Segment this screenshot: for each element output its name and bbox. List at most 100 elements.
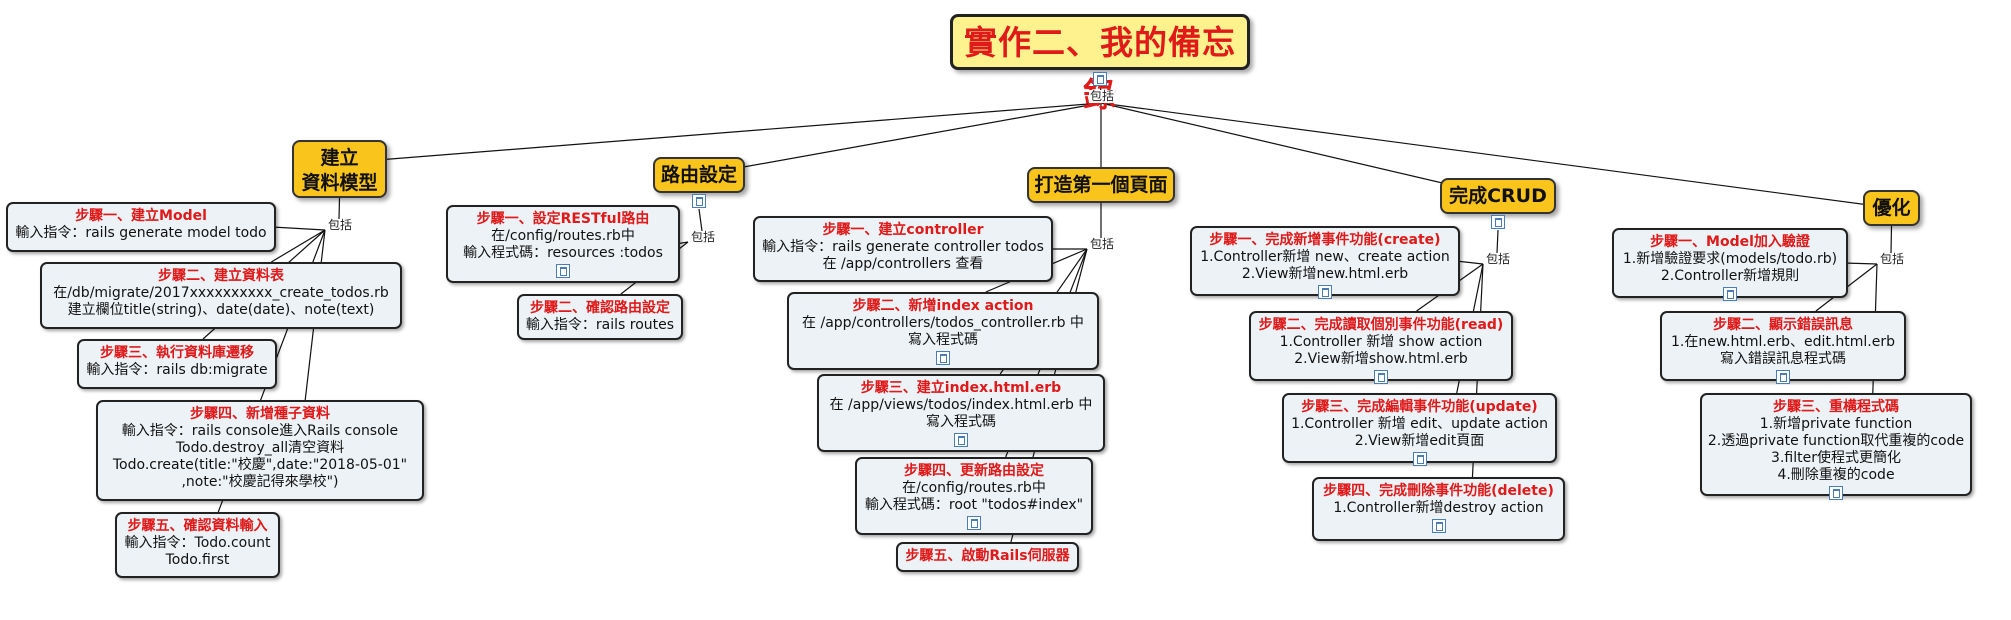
branch-connector-1 (339, 102, 1102, 164)
branch-topic-2[interactable]: 路由設定 (653, 157, 745, 193)
step-detail-line: 在/db/migrate/2017xxxxxxxxxx_create_todos… (53, 285, 389, 301)
branch-connector-5 (1100, 102, 1892, 209)
step-detail-line: 寫入程式碼 (926, 414, 996, 430)
branch-title: 打造第一個頁面 (1029, 169, 1173, 198)
step-detail-line: 在/config/routes.rb中 (902, 480, 1046, 496)
attachment-row (857, 515, 1091, 530)
step-detail-line: 1.新增驗證要求(models/todo.rb) (1622, 251, 1838, 267)
note-attachment-icon[interactable] (1374, 369, 1388, 384)
root-topic[interactable]: 實作二、我的備忘錄 (950, 14, 1250, 114)
relation-label: 包括 (690, 230, 717, 244)
step-title: 步驟一、完成新增事件功能(create) (1209, 232, 1441, 248)
step-title: 步驟二、新增index action (852, 298, 1034, 314)
note-attachment-icon[interactable] (1776, 369, 1790, 384)
branch-connector-4 (1100, 102, 1499, 197)
note-attachment-icon[interactable] (954, 432, 968, 447)
branch-title-line: 建立 (320, 147, 359, 169)
step-title: 步驟一、建立controller (822, 222, 984, 238)
branch-to-relation-2 (698, 208, 703, 232)
branch-attachment-icon[interactable] (692, 194, 706, 208)
attachment-row (819, 432, 1103, 447)
step-detail-line: 寫入程式碼 (908, 332, 978, 348)
note-attachment-icon[interactable] (1723, 286, 1737, 301)
note-attachment-icon[interactable] (1431, 518, 1446, 533)
note-attachment-icon[interactable] (936, 350, 950, 365)
step-node[interactable]: 步驟二、建立資料表在/db/migrate/2017xxxxxxxxxx_cre… (40, 262, 402, 329)
branch-title-line: 打造第一個頁面 (1034, 174, 1168, 196)
step-node[interactable]: 步驟三、執行資料庫遷移輸入指令：rails db:migrate (77, 339, 277, 389)
step-detail-line: 1.Controller新增destroy action (1333, 500, 1544, 516)
step-detail-line: 4.刪除重複的code (1777, 467, 1895, 483)
step-detail-line: 3.filter使程式更簡化 (1771, 450, 1901, 466)
branch-topic-1[interactable]: 建立資料模型 (292, 140, 387, 198)
step-detail-line: 1.Controller 新增 show action (1279, 334, 1483, 350)
step-title: 步驟一、設定RESTful路由 (476, 211, 650, 227)
branch-topic-3[interactable]: 打造第一個頁面 (1027, 167, 1175, 203)
step-title: 步驟五、確認資料輸入 (127, 518, 268, 534)
step-title: 步驟四、新增種子資料 (190, 406, 330, 422)
step-detail-line: 2.Controller新增規則 (1660, 268, 1800, 284)
step-node[interactable]: 步驟一、設定RESTful路由在/config/routes.rb中輸入程式碼：… (446, 205, 680, 283)
note-attachment-icon[interactable] (1318, 284, 1332, 299)
root-relation-label: 包括 (1089, 89, 1116, 103)
branch-title-line: 完成CRUD (1449, 185, 1547, 207)
step-title: 步驟四、完成刪除事件功能(delete) (1323, 483, 1554, 499)
note-attachment-icon[interactable] (1412, 451, 1427, 466)
step-detail-line: 在 /app/controllers 查看 (822, 256, 984, 272)
note-attachment-icon[interactable] (1829, 485, 1843, 500)
step-node[interactable]: 步驟五、啟動Rails伺服器 (896, 542, 1079, 572)
branch-title: 建立資料模型 (294, 142, 385, 196)
note-attachment-icon[interactable] (556, 263, 570, 278)
step-detail-line: 2.View新增show.html.erb (1294, 351, 1468, 367)
step-title: 步驟一、Model加入驗證 (1650, 234, 1810, 250)
branch-to-relation-5 (1890, 225, 1893, 254)
step-detail-line: 輸入指令：rails routes (525, 317, 675, 333)
branch-title: 路由設定 (655, 159, 743, 188)
attachment-row (1702, 485, 1970, 500)
step-node[interactable]: 步驟四、新增種子資料輸入指令：rails console進入Rails cons… (96, 400, 424, 501)
step-detail-line: Todo.create(title:"校慶",date:"2018-05-01" (112, 457, 408, 473)
branch-to-relation-1 (338, 197, 341, 220)
branch-connector-2 (698, 102, 1102, 176)
step-detail-line: ,note:"校慶記得來學校") (181, 474, 339, 490)
step-detail-line: Todo.destroy_all清空資料 (175, 440, 345, 456)
note-attachment-icon[interactable] (967, 515, 981, 530)
root-attachment-icon[interactable] (1093, 72, 1107, 86)
attachment-row (1251, 369, 1511, 384)
step-title: 步驟三、完成編輯事件功能(update) (1301, 399, 1538, 415)
step-node[interactable]: 步驟三、完成編輯事件功能(update)1.Controller 新增 edit… (1282, 393, 1557, 466)
step-connector (270, 229, 326, 263)
step-detail-line: 寫入錯誤訊息程式碼 (1720, 351, 1846, 367)
step-detail-line: 在/config/routes.rb中 (491, 228, 635, 244)
step-node[interactable]: 步驟四、更新路由設定在/config/routes.rb中輸入程式碼：root … (855, 457, 1093, 535)
step-detail-line: 2.透過private function取代重複的code (1707, 433, 1965, 449)
step-node[interactable]: 步驟二、完成讀取個別事件功能(read)1.Controller 新增 show… (1249, 311, 1513, 384)
step-node[interactable]: 步驟四、完成刪除事件功能(delete)1.Controller新增destro… (1312, 477, 1565, 541)
branch-title-line: 優化 (1872, 197, 1911, 219)
step-node[interactable]: 步驟二、確認路由設定輸入指令：rails routes (517, 294, 683, 340)
branch-topic-5[interactable]: 優化 (1863, 190, 1920, 226)
step-title: 步驟一、建立Model (75, 208, 207, 224)
branch-to-relation-4 (1496, 229, 1499, 254)
step-node[interactable]: 步驟一、完成新增事件功能(create)1.Controller新增 new、c… (1190, 226, 1460, 299)
relation-label: 包括 (1485, 252, 1512, 266)
branch-topic-4[interactable]: 完成CRUD (1440, 178, 1556, 214)
step-title: 步驟五、啟動Rails伺服器 (905, 548, 1070, 564)
attachment-row (1314, 518, 1563, 533)
step-detail-line: 輸入指令：rails generate model todo (15, 225, 267, 241)
step-title: 步驟四、更新路由設定 (904, 463, 1044, 479)
branch-attachment-icon[interactable] (1491, 215, 1505, 229)
step-detail-line: 1.新增private function (1759, 416, 1913, 432)
relation-label: 包括 (1879, 252, 1906, 266)
attachment-row (1192, 284, 1458, 299)
step-title: 步驟三、建立index.html.erb (860, 380, 1062, 396)
step-connector (1455, 260, 1484, 265)
